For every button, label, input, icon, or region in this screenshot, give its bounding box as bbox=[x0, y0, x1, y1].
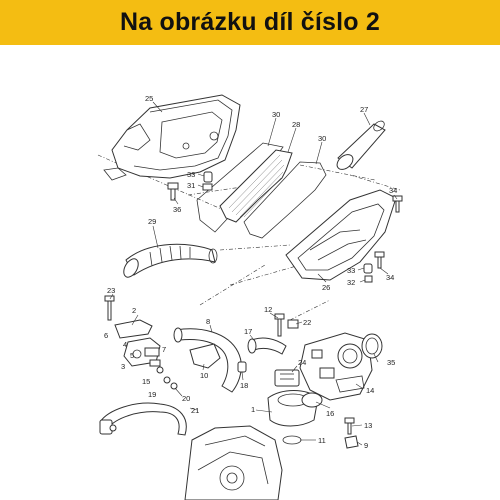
callout-33-upper: 33 bbox=[187, 170, 195, 179]
callout-32: 32 bbox=[347, 278, 355, 287]
callout-27: 27 bbox=[360, 105, 368, 114]
callout-10: 10 bbox=[200, 371, 208, 380]
filter-element bbox=[219, 149, 293, 223]
clip-9 bbox=[344, 435, 359, 449]
callout-35: 35 bbox=[387, 358, 395, 367]
bolt-12 bbox=[274, 313, 285, 337]
callout-33-lower: 33 bbox=[347, 266, 355, 275]
clip-20 bbox=[109, 424, 117, 432]
collar-31 bbox=[202, 183, 213, 191]
bracket-2 bbox=[114, 319, 153, 339]
callout-22: 22 bbox=[303, 318, 311, 327]
o-ring-11 bbox=[282, 435, 302, 445]
callout-34-upper: 34 bbox=[389, 186, 397, 195]
callout-9: 9 bbox=[364, 441, 368, 450]
grommet-33-upper bbox=[203, 171, 213, 183]
callout-24: 24 bbox=[298, 358, 306, 367]
callout-30-left: 30 bbox=[272, 110, 280, 119]
hose-21 bbox=[99, 402, 187, 436]
callout-23: 23 bbox=[107, 286, 115, 295]
callout-21: 21 bbox=[191, 406, 199, 415]
sensor-24 bbox=[274, 369, 300, 387]
callout-11: 11 bbox=[318, 436, 326, 445]
intake-snorkel bbox=[336, 120, 386, 170]
callout-30-right: 30 bbox=[318, 134, 326, 143]
grommet-33-lower bbox=[363, 263, 373, 274]
clamp-16 bbox=[301, 392, 323, 408]
callout-31: 31 bbox=[187, 181, 195, 190]
callout-13: 13 bbox=[364, 421, 372, 430]
callout-25: 25 bbox=[145, 94, 153, 103]
callout-labels: 25 30 28 30 27 33 31 36 34 29 33 34 32 2… bbox=[104, 94, 397, 450]
air-filter-case bbox=[103, 94, 241, 181]
sensor-assembly bbox=[123, 337, 161, 367]
clamp-18 bbox=[237, 361, 247, 373]
bolt-34-upper bbox=[392, 195, 403, 213]
banner-title: Na obrázku díl číslo 2 bbox=[119, 8, 381, 36]
callout-14: 14 bbox=[366, 386, 374, 395]
callout-2: 2 bbox=[132, 306, 136, 315]
engine bbox=[184, 425, 283, 500]
callout-12: 12 bbox=[264, 305, 272, 314]
exploded-parts-diagram: 25 30 28 30 27 33 31 36 34 29 33 34 32 2… bbox=[97, 94, 403, 500]
hose-17 bbox=[247, 337, 287, 355]
callout-29: 29 bbox=[148, 217, 156, 226]
intake-duct bbox=[123, 243, 218, 278]
callout-36: 36 bbox=[173, 205, 181, 214]
callout-16: 16 bbox=[326, 409, 334, 418]
clamp-35 bbox=[361, 333, 383, 359]
filter-gasket-right bbox=[243, 161, 327, 239]
callout-1: 1 bbox=[251, 405, 255, 414]
callout-34-lower: 34 bbox=[386, 273, 394, 282]
callout-5: 5 bbox=[130, 351, 134, 360]
callout-4: 4 bbox=[123, 340, 127, 349]
throttle-body bbox=[299, 332, 373, 401]
bolt-13 bbox=[344, 417, 355, 435]
collar-32 bbox=[364, 275, 373, 283]
callout-8: 8 bbox=[206, 317, 210, 326]
leader-lines bbox=[109, 101, 398, 446]
callout-26: 26 bbox=[322, 283, 330, 292]
small-parts-cluster bbox=[149, 359, 178, 390]
title-banner: Na obrázku díl číslo 2 bbox=[0, 0, 500, 45]
callout-6: 6 bbox=[104, 331, 108, 340]
callout-18: 18 bbox=[240, 381, 248, 390]
callout-7: 7 bbox=[162, 345, 166, 354]
callout-28: 28 bbox=[292, 120, 300, 129]
callout-15: 15 bbox=[142, 377, 150, 386]
callout-20: 20 bbox=[182, 394, 190, 403]
callout-3: 3 bbox=[121, 362, 125, 371]
callout-17: 17 bbox=[244, 327, 252, 336]
callout-19: 19 bbox=[148, 390, 156, 399]
bolt-34-lower bbox=[374, 251, 385, 269]
fastener-36 bbox=[167, 182, 179, 201]
bolt-23 bbox=[104, 295, 115, 321]
clip-22 bbox=[287, 319, 299, 329]
bracket-10 bbox=[189, 343, 221, 369]
case-cover bbox=[285, 189, 397, 281]
